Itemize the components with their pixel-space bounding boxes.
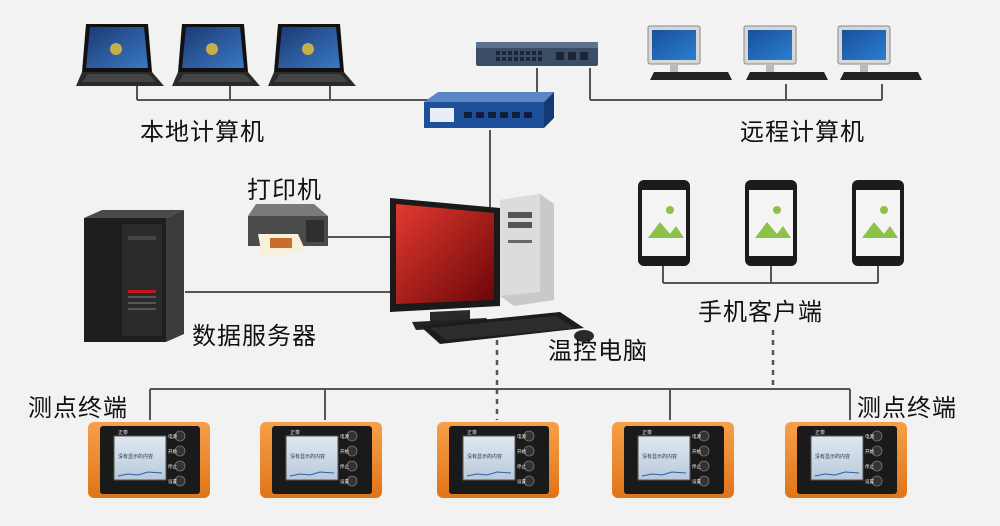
label-remote-computers: 远程计算机 (740, 118, 865, 146)
laptop-icon (172, 24, 260, 86)
server-tower-icon (84, 210, 184, 342)
laptop-icon (268, 24, 356, 86)
terminal-button (698, 445, 710, 457)
terminal-brand: 正泰 (290, 429, 300, 436)
terminal-button-label: 电源 (865, 433, 874, 440)
terminal-button (346, 475, 358, 487)
terminal-brand: 正泰 (815, 429, 825, 436)
terminal-button-label: 电源 (340, 433, 349, 440)
terminal-button (698, 460, 710, 472)
terminal-button-label: 开始 (517, 448, 526, 455)
terminal-button (174, 445, 186, 457)
network-switch-icon (476, 42, 598, 66)
label-local-computers: 本地计算机 (140, 118, 265, 146)
terminal-button (523, 445, 535, 457)
terminal-button (523, 460, 535, 472)
terminal-button (698, 430, 710, 442)
terminal-button-label: 停止 (865, 463, 874, 470)
desktop-monitor-icon (647, 25, 732, 80)
terminal-button-label: 设置 (865, 478, 874, 485)
desktop-monitor-icon (743, 25, 828, 80)
label-mobile-clients: 手机客户端 (698, 298, 823, 326)
laptop-icon (76, 24, 164, 86)
printer-icon (248, 204, 328, 256)
label-control-pc: 温控电脑 (548, 337, 648, 365)
tablet-icon (745, 180, 797, 266)
terminal-screen-text: 没有显示的内容 (290, 453, 325, 460)
terminal-brand: 正泰 (467, 429, 477, 436)
desktop-pc-icon (390, 194, 594, 344)
terminal-brand: 正泰 (118, 429, 128, 436)
terminal-row: 正泰没有显示的内容电源开始停止设置正泰没有显示的内容电源开始停止设置正泰没有显示… (88, 422, 907, 498)
terminal-screen-text: 没有显示的内容 (467, 453, 502, 460)
label-printer: 打印机 (247, 176, 322, 204)
terminal-screen-text: 没有显示的内容 (815, 453, 850, 460)
terminal-brand: 正泰 (642, 429, 652, 436)
terminal-button (871, 460, 883, 472)
terminal-button-label: 停止 (692, 463, 701, 470)
connection-lines (136, 68, 883, 420)
terminal-button-label: 停止 (340, 463, 349, 470)
terminal-button (174, 430, 186, 442)
terminal-button-label: 设置 (692, 478, 701, 485)
terminal-button-label: 开始 (340, 448, 349, 455)
terminal-button (523, 430, 535, 442)
terminal-button (871, 430, 883, 442)
terminal-button (346, 430, 358, 442)
terminal-screen-text: 没有显示的内容 (118, 453, 153, 460)
tablet-icon (638, 180, 690, 266)
terminal-button (698, 475, 710, 487)
label-terminals-left: 测点终端 (28, 394, 128, 422)
terminal-button-label: 设置 (517, 478, 526, 485)
terminal-button (346, 460, 358, 472)
terminal-button (174, 475, 186, 487)
tablet-icon (852, 180, 904, 266)
terminal-button-label: 电源 (517, 433, 526, 440)
terminal-button (871, 475, 883, 487)
terminal-button-label: 开始 (168, 448, 177, 455)
terminal-button (523, 475, 535, 487)
terminal-button-label: 开始 (692, 448, 701, 455)
terminal-button-label: 设置 (340, 478, 349, 485)
terminal-button-label: 停止 (517, 463, 526, 470)
terminal-button-label: 电源 (692, 433, 701, 440)
label-terminals-right: 测点终端 (857, 394, 957, 422)
terminal-button-label: 开始 (865, 448, 874, 455)
terminal-button (871, 445, 883, 457)
terminal-screen-text: 没有显示的内容 (642, 453, 677, 460)
terminal-button (346, 445, 358, 457)
terminal-button-label: 停止 (168, 463, 177, 470)
label-data-server: 数据服务器 (192, 322, 317, 350)
desktop-monitor-icon (837, 25, 922, 80)
firewall-icon (424, 92, 554, 128)
terminal-button-label: 电源 (168, 433, 177, 440)
terminal-button (174, 460, 186, 472)
terminal-button-label: 设置 (168, 478, 177, 485)
